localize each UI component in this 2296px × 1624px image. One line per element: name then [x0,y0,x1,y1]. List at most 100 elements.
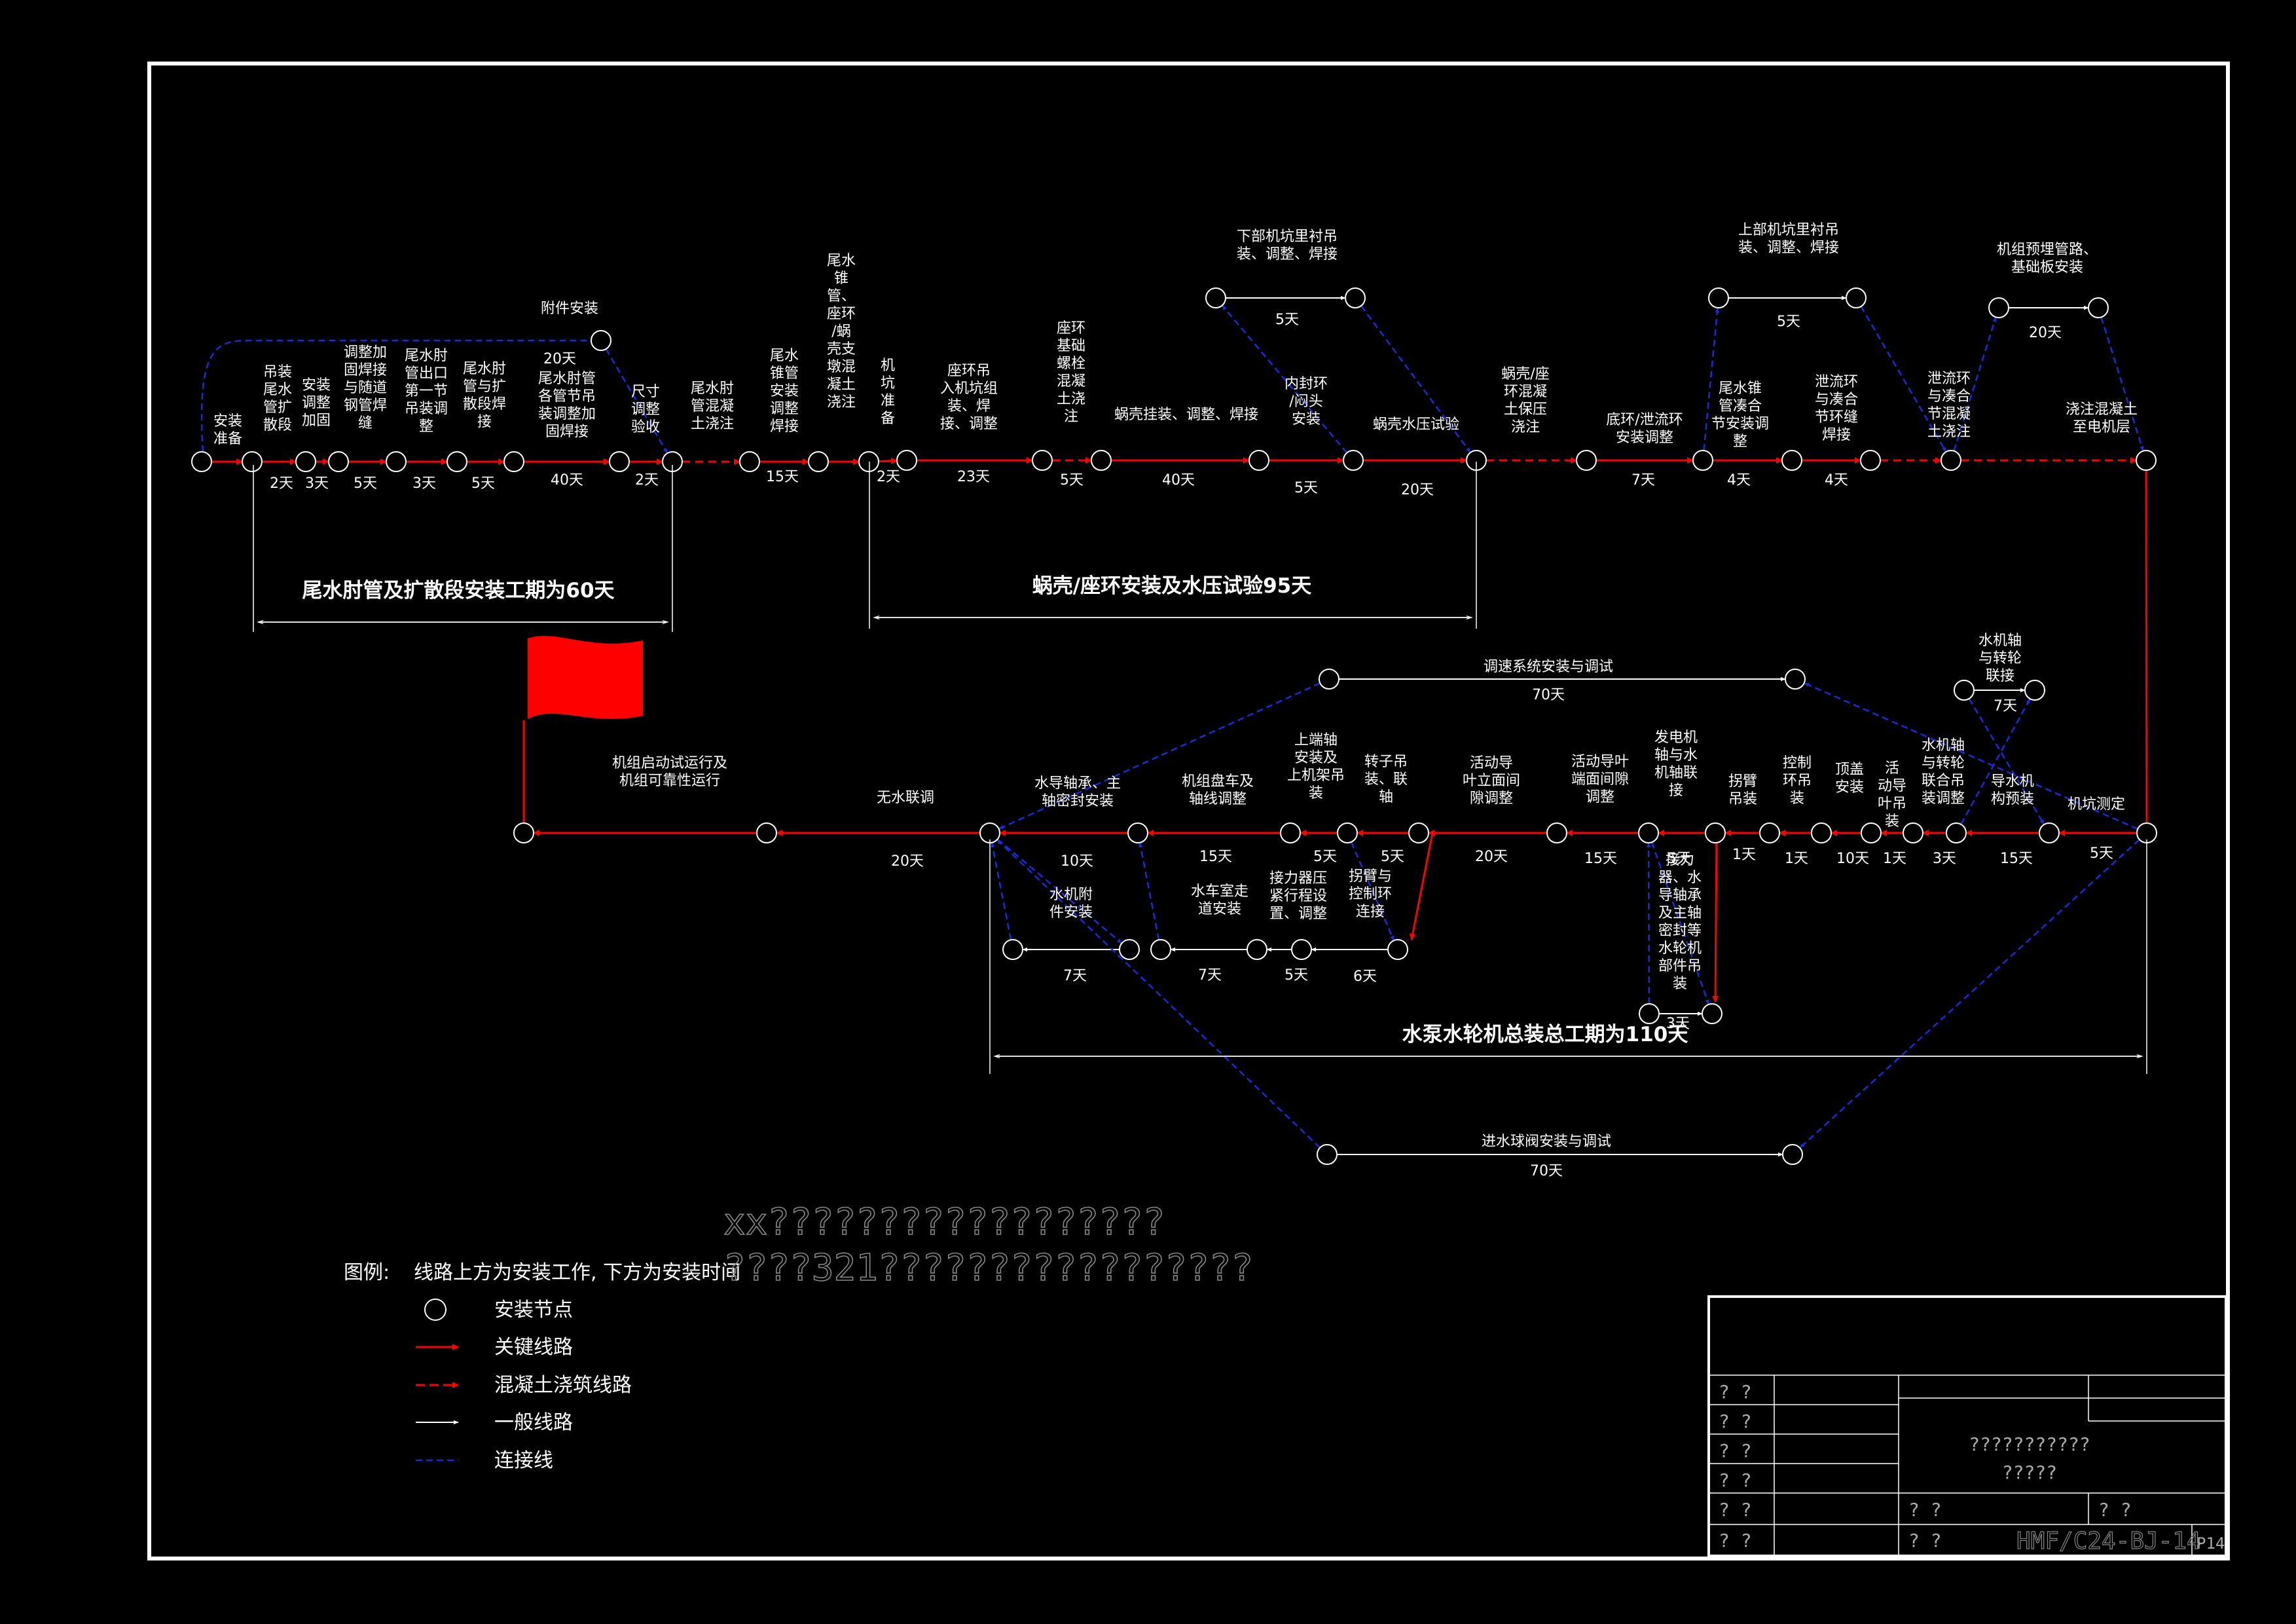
node-d2 [1692,450,1713,471]
task-label-t21: 底环/泄流环安装调整 [1606,412,1683,446]
task-label-t41: 上端轴安装及上机架吊装 [1287,732,1345,802]
tb-cell: ? ? [1908,1499,1942,1521]
task-label-t43: 接力器压紧行程设置、调整 [1269,870,1327,922]
drawing-border [147,62,2230,1560]
task-duration-t44: 15天 [1199,849,1232,865]
task-duration-t08: 2天 [635,472,659,489]
task-label-t03: 安装调整加固 [302,377,331,429]
legend-title: 图例: [344,1261,390,1284]
garbled-text-2: ????321????????????????? [723,1247,1253,1289]
task-label-t22: 尾水锥管凑合节安装调整 [1711,380,1769,450]
node-i1 [1954,680,1975,701]
tb-cell: ? ? [1719,1530,1752,1551]
edge-d2-e1 [1703,307,1720,451]
task-duration-t23: 4天 [1825,472,1848,489]
task-label-t11: 尾水锥管安装调整焊接 [770,348,799,435]
task-duration-t41: 5天 [1313,849,1337,865]
task-duration-t43: 5天 [1285,967,1308,984]
node-n1 [1317,1144,1338,1165]
node-a5 [386,451,407,472]
task-duration-t16: 40天 [1162,472,1195,489]
edge-l2-h6 [991,841,1012,940]
task-duration-t40: 5天 [1381,849,1404,865]
phase-1-title: 尾水肘管及扩散段安装工期为60天 [302,579,614,602]
node-d6 [2136,450,2157,471]
task-label-t17: 内封环/闷头安装 [1285,376,1328,428]
task-label-t39: 活动导叶立面间隙调整 [1463,755,1520,807]
node-k2 [1291,939,1312,960]
node-j2 [1702,1003,1722,1024]
node-d1 [1576,450,1597,471]
legend-link: 连接线 [494,1449,553,1472]
node-m1 [1319,669,1339,690]
node-b2 [808,451,829,472]
node-c1 [1205,287,1226,308]
node-b7 [1248,450,1269,471]
node-g5 [1861,822,1882,843]
node-c2 [1345,287,1366,308]
task-label-t20: 蜗壳/座环混凝土保压浇注 [1501,366,1549,435]
task-label-t09: 附件安装 [541,301,598,317]
task-label-t01: 安装准备 [213,413,242,447]
edge-h3-k1 [1350,841,1395,941]
node-a4 [328,451,349,472]
task-label-t08: 尺寸调整验收 [631,384,660,435]
task-label-t40: 转子吊装、联轴 [1364,754,1408,805]
task-label-t32: 活动导叶吊装 [1878,760,1906,830]
tb-cell: ? ? [1719,1411,1752,1432]
edge-g1-m2 [1804,682,2138,830]
task-duration-t36: 5天 [1667,851,1691,867]
task-label-t38: 活动导叶端面间隙调整 [1571,754,1629,805]
task-label-t12: 尾水锥管、座环/蜗壳支墩混凝土浇注 [827,253,856,411]
node-b3 [858,451,879,472]
task-duration-t48: 20天 [891,853,924,870]
tb-cell: ? ? [1719,1469,1752,1491]
link-curve-1 [200,339,591,452]
title-block [1707,1295,2227,1557]
task-duration-t25: 5天 [1777,314,1800,330]
node-a1 [191,451,212,472]
node-d3 [1781,450,1802,471]
tb-title-2: ????? [2002,1462,2057,1483]
task-label-t06: 尾水肘管与扩散段焊接 [463,361,506,430]
edge-h2-k1 [1409,832,1434,940]
task-duration-t22: 4天 [1727,472,1751,489]
task-label-t16: 蜗壳挂装、调整、焊接 [1114,407,1258,423]
legend-node-symbol [424,1299,446,1321]
node-i2 [2024,680,2045,701]
edge-g3-i2 [1960,698,2031,825]
task-label-t28: 机坑测定 [2068,796,2125,813]
task-duration-t42: 6天 [1353,969,1377,985]
task-label-t19: 下部机坑里衬吊装、调整、焊接 [1237,229,1338,263]
task-label-t04: 调整加固焊接与随道钢管焊缝 [344,344,387,432]
task-label-t49: 机组启动试运行及机组可靠性运行 [612,755,727,789]
node-d5 [1941,450,1961,471]
task-label-t27: 浇注混凝土至电机层 [2066,401,2138,435]
edge-b8-c1 [1221,304,1348,454]
tb-cell: ? ? [1719,1499,1752,1521]
task-label-t30: 水机轴与转轮联合吊装调整 [1922,737,1965,807]
task-duration-t21: 7天 [1631,472,1655,489]
node-b4 [896,450,917,471]
task-label-t35: 拐臂吊装 [1728,773,1757,807]
node-a3 [295,451,316,472]
task-duration-t39: 20天 [1475,849,1508,865]
tb-cell: ? ? [1719,1381,1752,1403]
node-h1 [1546,822,1567,843]
node-h5 [1127,822,1148,843]
legend-concrete: 混凝土浇筑线路 [494,1374,632,1397]
task-label-t37: 接力器、水导轴承及主轴密封等水轮机部件吊装 [1658,852,1702,992]
node-b6 [1091,450,1112,471]
task-label-t46: 水导轴承、主轴密封安装 [1034,775,1121,809]
task-duration-t02: 2天 [270,475,293,492]
task-label-t29: 导水机构预装 [1991,773,2034,807]
tb-drawing-number: HMF/C24-BJ-14 [2016,1528,2201,1555]
edge-m1-h6 [998,682,1321,830]
node-g8 [1705,822,1726,843]
node-a6 [446,451,467,472]
node-n2 [1782,1144,1803,1165]
node-f1 [1988,297,2009,318]
node-e1 [1708,287,1729,308]
edge-f2-d6 [2100,316,2144,452]
node-h8 [513,822,534,843]
